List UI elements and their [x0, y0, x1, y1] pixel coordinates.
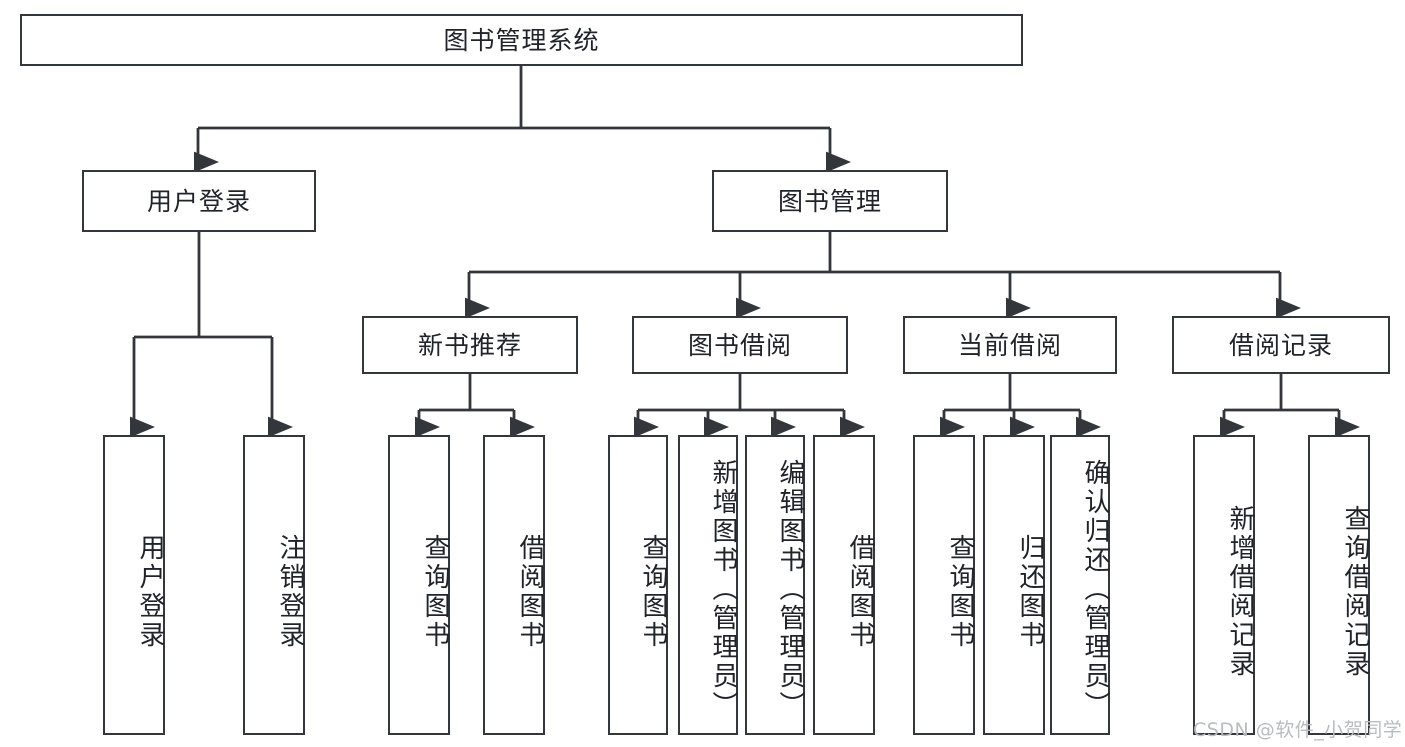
- node-leaf-add-book[interactable]: 新增图书（管理员）: [678, 435, 738, 735]
- node-leaf-borrow-book-1-label: 借阅图书: [515, 534, 545, 650]
- node-borrow-record[interactable]: 借阅记录: [1172, 316, 1390, 374]
- node-borrow-record-label: 借阅记录: [1228, 330, 1333, 360]
- node-leaf-confirm-return[interactable]: 确认归还（管理员）: [1050, 435, 1110, 735]
- node-leaf-query-book-1-label: 查询图书: [420, 534, 450, 650]
- node-leaf-edit-book[interactable]: 编辑图书（管理员）: [745, 435, 805, 735]
- node-leaf-edit-book-label: 编辑图书（管理员）: [775, 458, 805, 720]
- node-leaf-user-login[interactable]: 用户登录: [103, 435, 165, 735]
- node-leaf-add-borrow-record[interactable]: 新增借阅记录: [1193, 435, 1255, 735]
- node-leaf-query-book-3[interactable]: 查询图书: [913, 435, 975, 735]
- node-leaf-add-book-label: 新增图书（管理员）: [708, 458, 738, 720]
- node-leaf-borrow-book-2[interactable]: 借阅图书: [813, 435, 875, 735]
- node-leaf-borrow-book-1[interactable]: 借阅图书: [483, 435, 545, 735]
- node-leaf-user-logout[interactable]: 注销登录: [243, 435, 305, 735]
- node-book-borrow[interactable]: 图书借阅: [632, 316, 848, 374]
- node-leaf-query-book-2[interactable]: 查询图书: [608, 435, 668, 735]
- node-leaf-return-book-label: 归还图书: [1015, 534, 1045, 650]
- node-leaf-query-borrow-record-label: 查询借阅记录: [1340, 505, 1370, 679]
- node-root-label: 图书管理系统: [443, 25, 600, 55]
- node-leaf-user-logout-label: 注销登录: [275, 534, 305, 650]
- node-new-book-recommend-label: 新书推荐: [417, 330, 522, 360]
- node-leaf-user-login-label: 用户登录: [135, 534, 165, 650]
- node-new-book-recommend[interactable]: 新书推荐: [362, 316, 578, 374]
- node-leaf-query-book-2-label: 查询图书: [638, 534, 668, 650]
- node-leaf-add-borrow-record-label: 新增借阅记录: [1225, 505, 1255, 679]
- node-user-login-label: 用户登录: [146, 186, 251, 216]
- node-leaf-borrow-book-2-label: 借阅图书: [845, 534, 875, 650]
- node-book-management[interactable]: 图书管理: [712, 170, 948, 232]
- node-book-borrow-label: 图书借阅: [687, 330, 792, 360]
- node-book-management-label: 图书管理: [777, 186, 882, 216]
- node-leaf-query-borrow-record[interactable]: 查询借阅记录: [1308, 435, 1370, 735]
- node-user-login[interactable]: 用户登录: [82, 170, 316, 232]
- node-leaf-query-book-1[interactable]: 查询图书: [388, 435, 450, 735]
- node-current-borrow-label: 当前借阅: [957, 330, 1062, 360]
- node-root[interactable]: 图书管理系统: [20, 14, 1023, 66]
- csdn-watermark: CSDN @软件_小贺同学: [1193, 719, 1403, 741]
- node-leaf-confirm-return-label: 确认归还（管理员）: [1080, 458, 1110, 720]
- node-leaf-return-book[interactable]: 归还图书: [983, 435, 1045, 735]
- node-leaf-query-book-3-label: 查询图书: [945, 534, 975, 650]
- node-current-borrow[interactable]: 当前借阅: [903, 316, 1117, 374]
